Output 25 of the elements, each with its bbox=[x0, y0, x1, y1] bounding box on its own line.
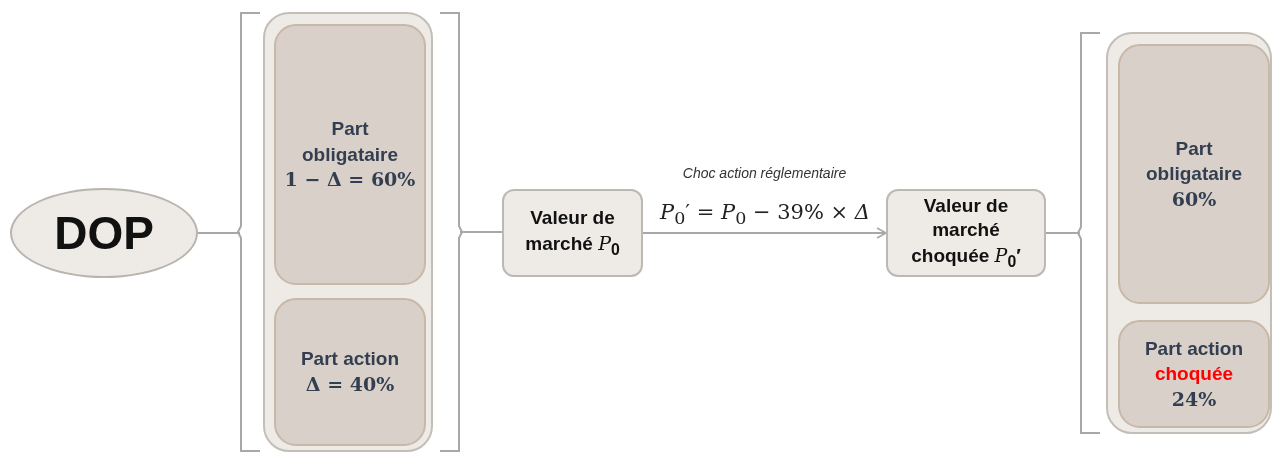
value-box bbox=[502, 189, 643, 277]
node-label: Part obligataire bbox=[1144, 136, 1244, 187]
node-label: 1 − Δ = 60% bbox=[284, 167, 416, 193]
node-label: Valeur de marché P$_{0}$ bbox=[524, 205, 621, 260]
share-box bbox=[1118, 320, 1270, 428]
share-box bbox=[274, 24, 426, 285]
connector-line bbox=[197, 232, 241, 234]
node-label: Part action bbox=[300, 347, 400, 372]
formula: P$_{0}$′ = P$_{0}$ − 39% × Δ bbox=[660, 199, 870, 229]
node-label: 60% bbox=[1171, 186, 1217, 212]
node-label: choquée bbox=[1154, 362, 1234, 387]
connector-line bbox=[459, 231, 503, 233]
arrow bbox=[642, 227, 887, 239]
node-label: 24% bbox=[1171, 386, 1217, 412]
node-label: Part action bbox=[1144, 336, 1244, 361]
node-label: DOP bbox=[54, 206, 154, 260]
stack-panel bbox=[263, 12, 433, 452]
bracket-group bbox=[240, 12, 460, 452]
share-box bbox=[274, 298, 426, 446]
connector-line bbox=[1045, 232, 1081, 234]
node-label: Valeur de marché choquée P$_{0}$′ bbox=[910, 193, 1022, 272]
node-label: Part obligataire bbox=[300, 117, 400, 167]
node-label: Δ = 40% bbox=[305, 372, 395, 397]
share-box bbox=[1118, 44, 1270, 304]
value-box bbox=[886, 189, 1046, 277]
